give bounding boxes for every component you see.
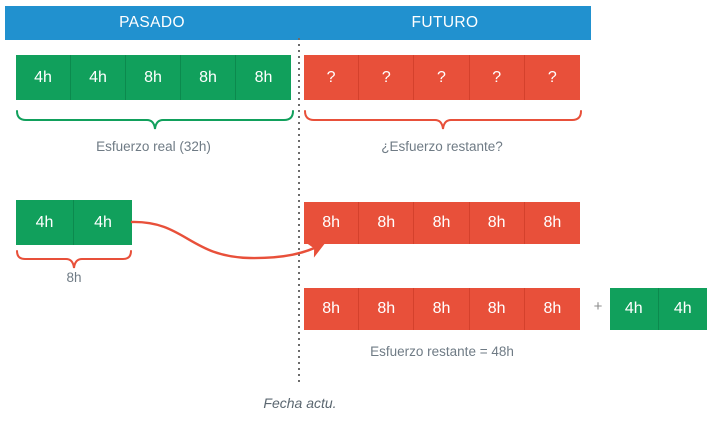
plus-operator: +: [593, 298, 603, 315]
block-cell: 8h: [524, 288, 580, 330]
block-cell: 4h: [658, 288, 707, 330]
timeline-header-bar: PASADO FUTURO: [5, 6, 591, 40]
block-row-past-actual: 4h 4h 8h 8h 8h: [16, 55, 291, 100]
block-cell: 4h: [74, 200, 132, 245]
header-segment-future: FUTURO: [411, 14, 479, 31]
block-cell: 8h: [181, 55, 236, 100]
current-date-divider-line: [298, 38, 300, 386]
block-cell: ?: [524, 55, 580, 100]
brace-extra-hours: [16, 250, 132, 269]
block-row-past-extra: 4h 4h: [16, 200, 132, 245]
block-cell: 8h: [304, 288, 360, 330]
block-cell: ?: [359, 55, 415, 100]
block-cell: 8h: [126, 55, 181, 100]
block-cell: 8h: [304, 202, 360, 244]
brace-past-effort: [16, 110, 294, 130]
header-segment-past: PASADO: [119, 14, 185, 31]
block-row-future-total: 8h 8h 8h 8h 8h: [304, 288, 580, 330]
caption-current-date: Fecha actu.: [263, 395, 337, 411]
block-cell: 8h: [414, 288, 470, 330]
block-cell: 4h: [610, 288, 659, 330]
caption-future-effort: ¿Esfuerzo restante?: [381, 139, 503, 154]
block-cell: 8h: [359, 202, 415, 244]
block-cell: 8h: [469, 202, 525, 244]
block-cell: ?: [414, 55, 470, 100]
block-cell: 8h: [524, 202, 580, 244]
block-cell: 4h: [16, 200, 74, 245]
caption-past-effort: Esfuerzo real (32h): [96, 139, 211, 154]
block-cell: 8h: [414, 202, 470, 244]
block-cell: 4h: [71, 55, 126, 100]
block-cell: 4h: [16, 55, 71, 100]
block-row-future-unknown: ? ? ? ? ?: [304, 55, 580, 100]
block-row-future-estimate: 8h 8h 8h 8h 8h: [304, 202, 580, 244]
block-cell: 8h: [236, 55, 291, 100]
block-cell: ?: [469, 55, 525, 100]
caption-remaining-effort: Esfuerzo restante = 48h: [370, 344, 514, 359]
block-cell: ?: [304, 55, 360, 100]
block-cell: 8h: [359, 288, 415, 330]
curved-arrow-right-icon: [130, 220, 326, 260]
caption-extra-hours: 8h: [66, 270, 82, 285]
block-cell: 8h: [469, 288, 525, 330]
block-row-future-addend: 4h 4h: [610, 288, 707, 330]
brace-future-effort: [304, 110, 582, 130]
